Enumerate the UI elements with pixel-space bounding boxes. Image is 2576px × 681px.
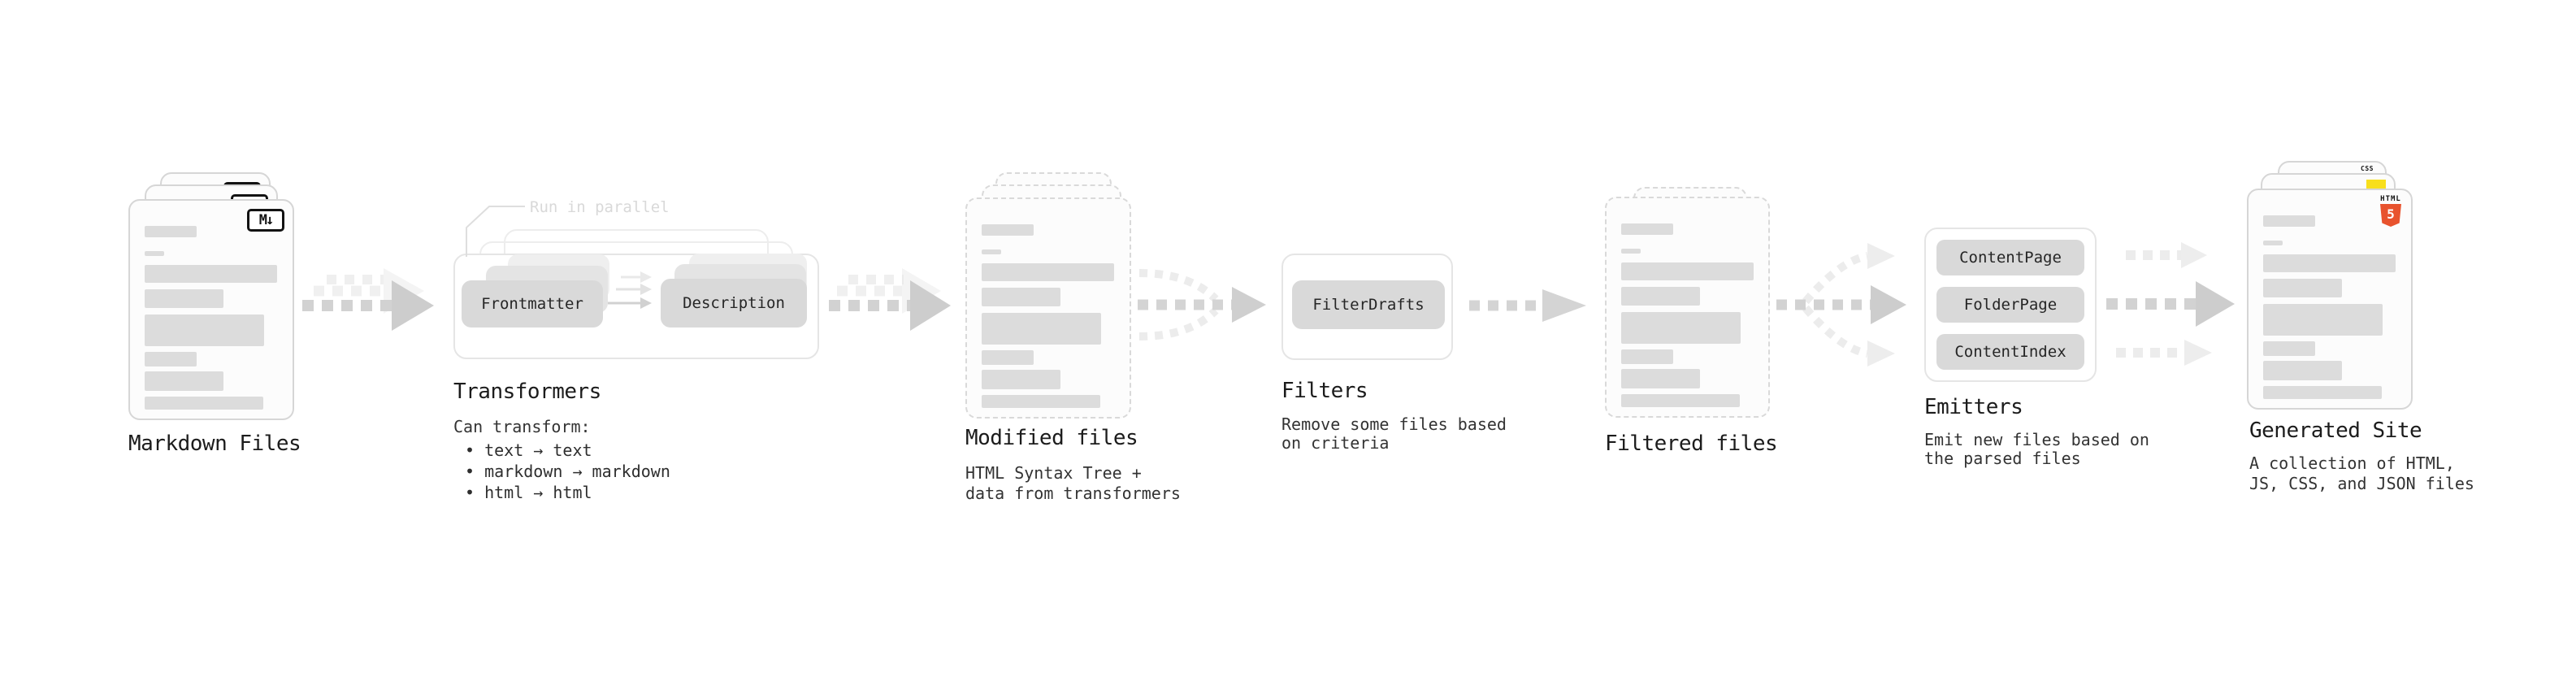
doc-line: [982, 288, 1060, 306]
flow-arrow-2: [829, 268, 951, 331]
js-icon: [2366, 180, 2386, 190]
modified-files-description: HTML Syntax Tree + data from transformer…: [965, 463, 1181, 503]
filtered-file-front: [1605, 197, 1770, 418]
doc-line: [982, 263, 1114, 281]
doc-line: [145, 265, 277, 283]
filter-drafts-pill: FilterDrafts: [1292, 280, 1445, 329]
generated-file-html: HTML 5: [2247, 189, 2413, 410]
doc-line: [2263, 386, 2382, 399]
generated-site-title: Generated Site: [2249, 419, 2422, 443]
transformers-bullet-list: • text → text • markdown → markdown • ht…: [465, 440, 670, 503]
doc-line: [982, 350, 1034, 365]
emitters-title: Emitters: [1924, 395, 2023, 419]
html5-icon-label: HTML: [2380, 195, 2401, 203]
doc-line: [145, 352, 197, 367]
flow-arrow-6-triple: [2106, 242, 2235, 366]
doc-line: [1621, 349, 1673, 364]
modified-files-title: Modified files: [965, 426, 1138, 450]
frontmatter-pill: Frontmatter: [462, 280, 603, 327]
transformers-bullet: • markdown → markdown: [465, 462, 670, 481]
flow-arrow-1: [302, 268, 434, 331]
doc-line: [145, 397, 263, 410]
doc-line: [1621, 262, 1754, 280]
doc-line: [982, 313, 1101, 345]
run-in-parallel-callout-line: [466, 206, 525, 257]
doc-line: [2263, 304, 2383, 336]
doc-line: [982, 370, 1060, 389]
doc-line: [982, 224, 1034, 236]
html5-icon-shield: 5: [2380, 204, 2401, 227]
flow-arrow-3-converge: [1138, 269, 1266, 340]
emitter-pill-folder-page: FolderPage: [1936, 287, 2084, 323]
doc-line: [1621, 287, 1700, 306]
document-content-skeleton: [982, 224, 1115, 408]
emitter-pill-content-page: ContentPage: [1936, 240, 2084, 275]
doc-line: [1621, 249, 1641, 254]
document-content-skeleton: [145, 226, 278, 410]
markdown-files-title: Markdown Files: [128, 432, 301, 456]
filtered-files-title: Filtered files: [1605, 432, 1778, 456]
generated-site-description: A collection of HTML, JS, CSS, and JSON …: [2249, 453, 2474, 493]
transformers-bullet: • text → text: [465, 440, 592, 460]
transformers-title: Transformers: [453, 380, 601, 404]
document-content-skeleton: [1621, 223, 1754, 407]
doc-line: [982, 395, 1100, 408]
document-content-skeleton: [2263, 215, 2396, 399]
doc-line: [2263, 279, 2342, 297]
doc-line: [145, 251, 164, 256]
parallel-transform-arrows: [608, 271, 652, 309]
css-icon-label: CSS: [2361, 165, 2374, 172]
doc-line: [2263, 241, 2283, 245]
description-pill: Description: [661, 279, 807, 327]
emitters-description: Emit new files based on the parsed files: [1924, 430, 2149, 468]
doc-line: [1621, 312, 1741, 344]
markdown-file-front: M↓: [128, 199, 294, 420]
transformers-bullet: • html → html: [465, 483, 592, 502]
doc-line: [145, 289, 223, 308]
filters-description: Remove some files based on criteria: [1281, 414, 1507, 453]
filters-title: Filters: [1281, 379, 1368, 403]
emitters-frame: ContentPage FolderPage ContentIndex: [1924, 228, 2097, 382]
doc-line: [2263, 254, 2396, 272]
doc-line: [145, 371, 223, 391]
doc-line: [2263, 341, 2315, 356]
markdown-icon: M↓: [247, 209, 284, 232]
transformers-subtitle: Can transform:: [453, 417, 591, 436]
doc-line: [1621, 394, 1740, 407]
doc-line: [1621, 369, 1700, 388]
flow-arrow-4: [1469, 289, 1586, 322]
html5-icon: HTML 5: [2379, 195, 2403, 227]
flow-arrow-5-diverge: [1776, 243, 1906, 367]
run-in-parallel-note: Run in parallel: [530, 198, 670, 216]
doc-line: [982, 249, 1001, 254]
doc-line: [145, 226, 197, 237]
modified-file-front: [965, 197, 1131, 419]
doc-line: [2263, 361, 2342, 380]
doc-line: [145, 314, 264, 346]
doc-line: [1621, 223, 1673, 235]
emitter-pill-content-index: ContentIndex: [1936, 334, 2084, 370]
doc-line: [2263, 215, 2315, 227]
